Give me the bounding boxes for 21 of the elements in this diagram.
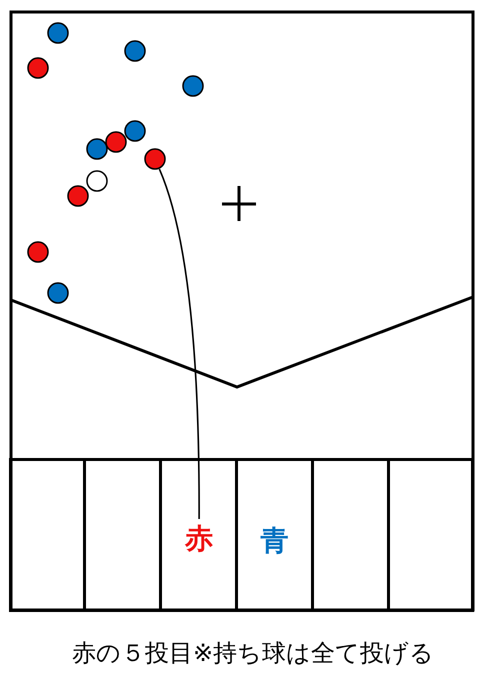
throwing-box (83, 458, 162, 612)
ball (27, 57, 49, 79)
ball (47, 22, 69, 44)
trajectory-line (158, 168, 200, 519)
ball (144, 148, 166, 170)
throwing-box (9, 458, 86, 612)
ball (124, 120, 146, 142)
ball (67, 185, 89, 207)
ball (27, 241, 49, 263)
caption: 赤の５投目※持ち球は全て投げる (72, 638, 434, 669)
ball (182, 75, 204, 97)
throwing-box (387, 458, 474, 612)
throwing-box (311, 458, 390, 612)
ball (105, 131, 127, 153)
ball (86, 138, 108, 160)
jack-ball (86, 170, 108, 192)
throwing-box: 青 (235, 458, 314, 612)
ball (47, 282, 69, 304)
throwing-box (159, 458, 238, 612)
ball (124, 40, 146, 62)
team-label: 赤 (183, 519, 215, 559)
